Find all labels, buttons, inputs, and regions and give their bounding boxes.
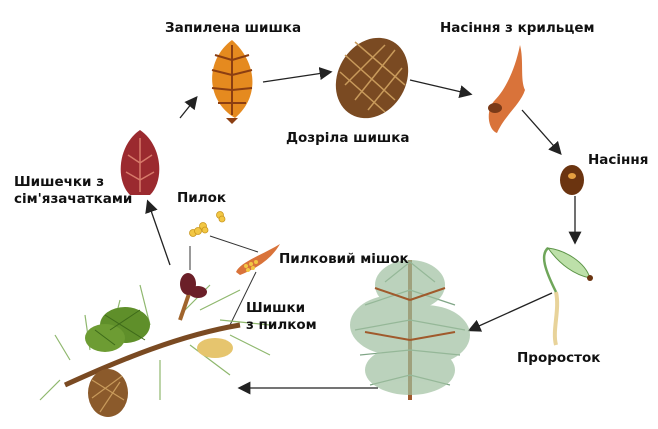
pollen-sac-image — [236, 244, 280, 275]
winged-seed-image — [488, 45, 525, 133]
arrow-seedling-to-tree — [467, 292, 553, 332]
cycle-arrows — [145, 67, 582, 395]
pollen-grains-image — [189, 211, 226, 237]
seed-image — [560, 165, 584, 195]
label-mature-cone: Дозріла шишка — [286, 130, 410, 146]
label-ovule-cones-line1: Шишечки з — [14, 174, 105, 190]
label-pollen-sac: Пилковий мішок — [279, 251, 409, 267]
pine-branch-image — [39, 273, 271, 417]
label-pollen-cones-line2: з пилком — [246, 317, 317, 333]
label-seedling: Проросток — [517, 350, 601, 366]
label-ovule-cones-line2: сім'язачатками — [14, 191, 133, 207]
label-ovule-cones: Шишечки з сім'язачатками — [14, 174, 132, 208]
arrow-mature-to-winged-seed — [409, 79, 473, 98]
arrow-ovule-to-pollinated — [179, 95, 198, 119]
label-pollen-cones: Шишки з пилком — [246, 300, 317, 334]
label-seed: Насіння — [588, 152, 649, 168]
label-pollinated-cone: Запилена шишка — [165, 20, 302, 36]
mature-cone-image — [335, 37, 409, 119]
label-pollen: Пилок — [177, 190, 227, 206]
seedling-image — [542, 247, 593, 346]
label-winged-seed: Насіння з крильцем — [440, 20, 595, 36]
arrow-winged-to-seed — [521, 109, 562, 155]
label-pollen-cones-line1: Шишки — [246, 300, 306, 316]
arrow-pollinated-to-mature — [262, 67, 333, 83]
pollinated-cone-image — [211, 40, 253, 124]
pine-tree-image — [350, 260, 470, 400]
ovule-cone-image — [120, 130, 160, 195]
pointer-lines — [189, 235, 259, 326]
arrow-branch-to-ovule-cones — [145, 199, 171, 266]
